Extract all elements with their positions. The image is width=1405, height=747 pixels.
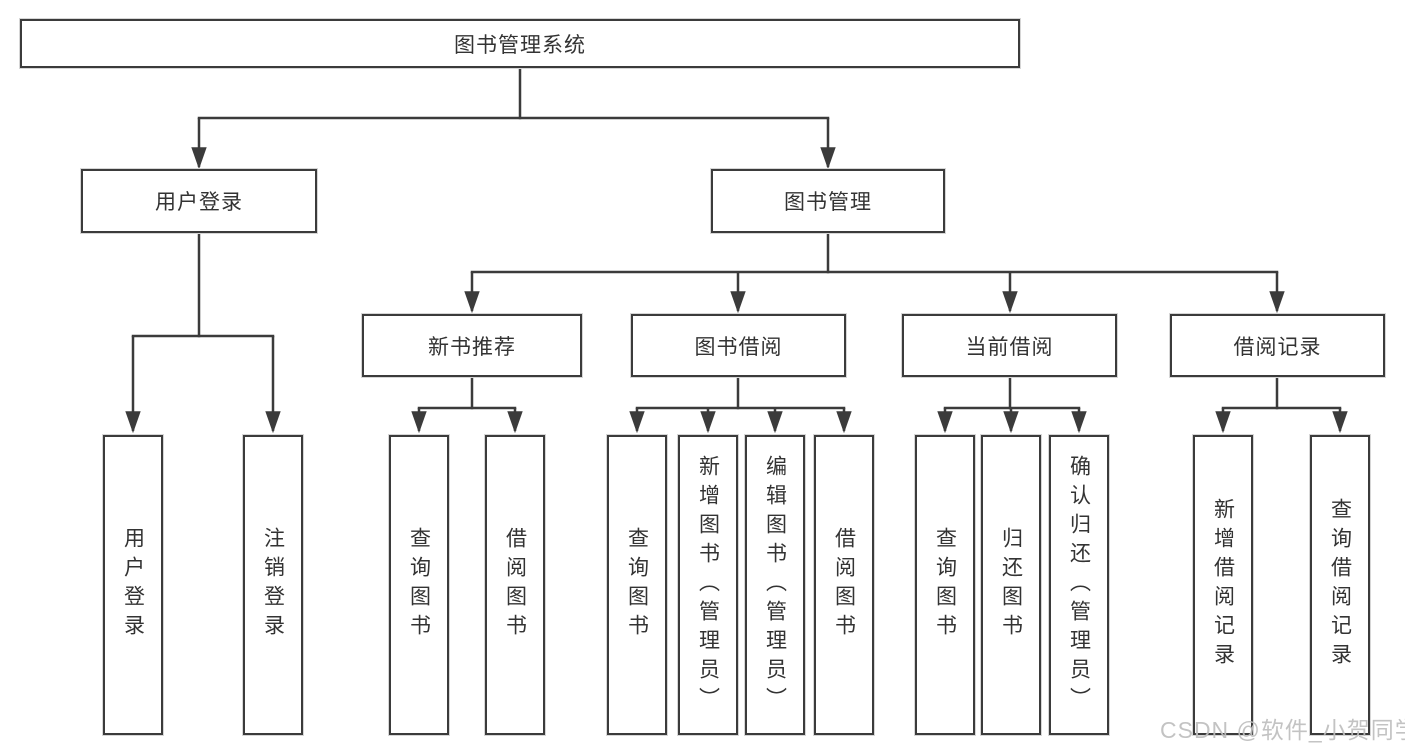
leaf-newrec-borrow-books: 借阅图书 <box>485 435 545 735</box>
leaf-user-login-label: 用户登录 <box>121 527 145 643</box>
node-borrow-records-label: 借阅记录 <box>1233 335 1322 359</box>
leaf-current-query-books: 查询图书 <box>915 435 975 735</box>
node-book-borrow: 图书借阅 <box>631 314 846 377</box>
leaf-borrow-query-books: 查询图书 <box>607 435 667 735</box>
csdn-watermark: CSDN @软件_小贺同学 <box>1160 717 1405 743</box>
node-book-borrow-label: 图书借阅 <box>694 335 783 359</box>
leaf-user-login: 用户登录 <box>103 435 163 735</box>
leaf-newrec-query-books: 查询图书 <box>389 435 449 735</box>
node-book-management-label: 图书管理 <box>784 191 872 214</box>
node-root-label: 图书管理系统 <box>454 33 586 57</box>
node-book-management: 图书管理 <box>711 169 945 233</box>
leaf-borrow-edit-books-admin: 编辑图书（管理员） <box>745 435 805 735</box>
node-new-book-recommend-label: 新书推荐 <box>428 335 516 359</box>
leaf-borrow-edit-books-admin-label: 编辑图书（管理员） <box>763 454 787 716</box>
node-root-library-system: 图书管理系统 <box>20 19 1020 68</box>
leaf-records-add-record: 新增借阅记录 <box>1193 435 1253 735</box>
leaf-current-query-books-label: 查询图书 <box>933 527 957 643</box>
leaf-newrec-borrow-books-label: 借阅图书 <box>503 527 527 643</box>
leaf-borrow-add-books-admin-label: 新增图书（管理员） <box>696 454 720 716</box>
leaf-current-return-books-label: 归还图书 <box>999 527 1023 643</box>
node-new-book-recommend: 新书推荐 <box>362 314 582 377</box>
leaf-records-query-record: 查询借阅记录 <box>1310 435 1370 735</box>
node-borrow-records: 借阅记录 <box>1170 314 1385 377</box>
leaf-logout-label: 注销登录 <box>261 527 285 643</box>
leaf-borrow-borrow-books-label: 借阅图书 <box>832 527 856 643</box>
leaf-records-add-record-label: 新增借阅记录 <box>1211 498 1235 672</box>
leaf-current-confirm-return-admin: 确认归还（管理员） <box>1049 435 1109 735</box>
node-user-login: 用户登录 <box>81 169 317 233</box>
leaf-borrow-query-books-label: 查询图书 <box>625 527 649 643</box>
leaf-records-query-record-label: 查询借阅记录 <box>1328 498 1352 672</box>
node-current-borrow: 当前借阅 <box>902 314 1117 377</box>
leaf-borrow-add-books-admin: 新增图书（管理员） <box>678 435 738 735</box>
leaf-newrec-query-books-label: 查询图书 <box>407 527 431 643</box>
node-current-borrow-label: 当前借阅 <box>965 335 1054 359</box>
leaf-borrow-borrow-books: 借阅图书 <box>814 435 874 735</box>
leaf-current-confirm-return-admin-label: 确认归还（管理员） <box>1067 454 1091 716</box>
node-user-login-label: 用户登录 <box>155 191 243 214</box>
leaf-current-return-books: 归还图书 <box>981 435 1041 735</box>
leaf-logout: 注销登录 <box>243 435 303 735</box>
